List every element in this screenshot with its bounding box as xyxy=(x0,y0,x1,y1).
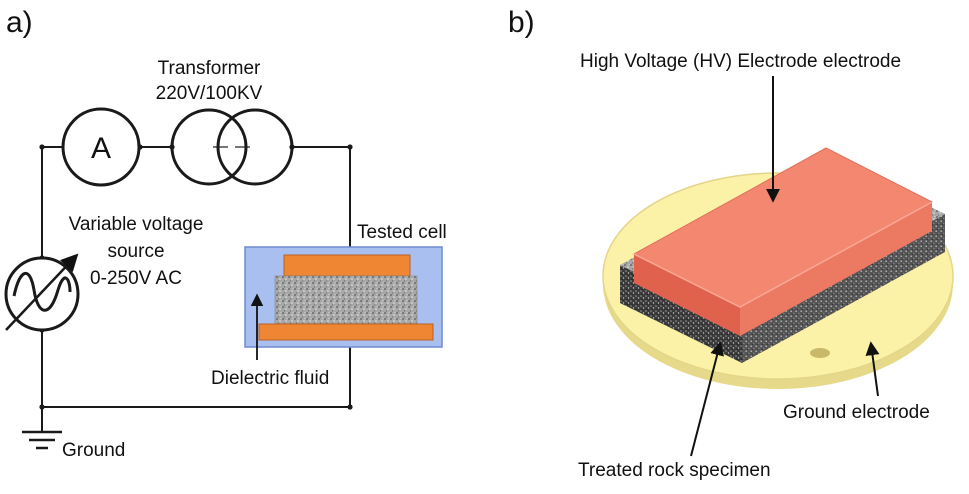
hv-electrode-plate xyxy=(283,254,411,277)
ammeter-symbol: A xyxy=(91,132,111,165)
panel-a-label: a) xyxy=(6,6,33,39)
ground-icon xyxy=(22,430,62,450)
source-label-line2: source xyxy=(107,241,164,262)
tested-cell-label: Tested cell xyxy=(357,222,447,243)
ground-electrode-label: Ground electrode xyxy=(783,402,930,423)
panel-b: b) High Voltage (HV) Electrode electrode… xyxy=(508,6,954,481)
hv-electrode-3d xyxy=(633,147,933,336)
source-label-line3: 0-250V AC xyxy=(90,268,182,289)
panel-b-label: b) xyxy=(508,6,535,39)
rock-specimen-label: Treated rock specimen xyxy=(578,460,771,481)
disk-hole xyxy=(810,348,830,358)
panel-a: a) A xyxy=(4,6,447,461)
rock-specimen-block xyxy=(274,275,418,325)
dielectric-fluid-label: Dielectric fluid xyxy=(211,368,329,389)
ground-electrode-plate xyxy=(258,323,434,341)
transformer-rating: 220V/100KV xyxy=(156,83,263,104)
transformer-label: Transformer xyxy=(158,58,261,79)
ammeter-icon: A xyxy=(61,107,141,187)
source-label-line1: Variable voltage xyxy=(69,214,204,235)
hv-electrode-label: High Voltage (HV) Electrode electrode xyxy=(580,51,901,72)
transformer-icon xyxy=(170,108,294,186)
variable-source-icon xyxy=(4,253,80,332)
ground-electrode-arrow xyxy=(865,341,880,397)
tested-cell xyxy=(244,246,443,348)
ground-label: Ground xyxy=(62,440,125,461)
rock-specimen-arrow xyxy=(690,341,724,457)
